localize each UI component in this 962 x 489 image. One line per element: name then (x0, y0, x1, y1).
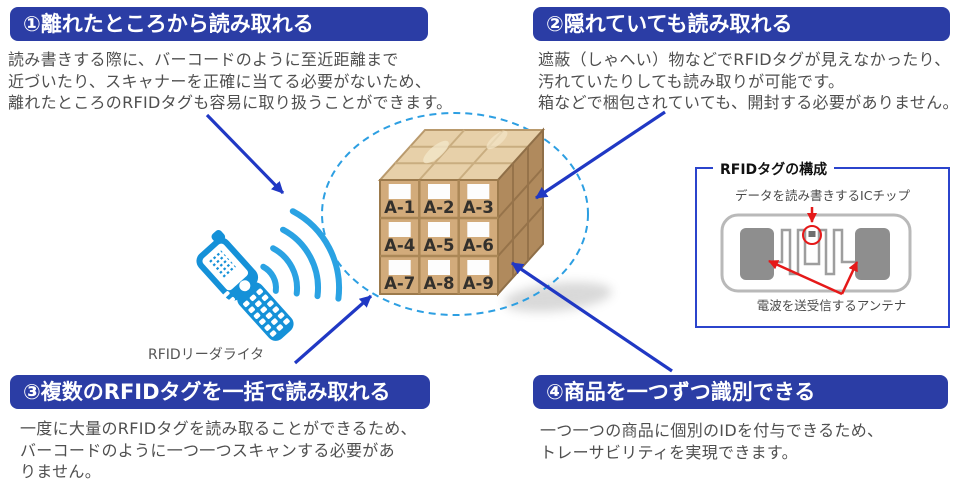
antenna-meander (774, 228, 855, 276)
box-label: A-3 (463, 198, 494, 217)
box-label: A-1 (384, 198, 415, 217)
text-line: 近づいたり、スキャナーを正確に当てる必要がないため、 (8, 71, 432, 91)
tag-box-title: RFIDタグの構成 (713, 159, 835, 179)
chip-highlight-circle (802, 225, 822, 245)
box-label-squares (388, 184, 490, 275)
text-line: 一度に大量のRFIDタグを読み取ることができるため、 (20, 419, 417, 438)
antenna-pointer-arrow-right (840, 261, 859, 295)
box-label: A-2 (423, 198, 454, 217)
arrow-from-feature-4 (511, 261, 673, 373)
rfid-reader-icon (196, 230, 294, 341)
read-range-ellipse (321, 112, 589, 316)
box-label: A-9 (463, 274, 494, 293)
box-label: A-6 (463, 236, 494, 255)
feature-3-title: ③複数のRFIDタグを一括で読み取れる (10, 375, 430, 409)
arrow-from-feature-2 (535, 110, 666, 200)
text-line: 箱などで梱包されていても、開封する必要がありません。 (538, 93, 959, 112)
feature-4-title: ④商品を一つずつ識別できる (533, 375, 948, 409)
feature-2-description: 遮蔽（しゃへい）物などでRFIDタグが見えなかったり、 汚れていたりしても読み取… (538, 49, 959, 114)
feature-2-title: ②隠れていても読み取れる (533, 7, 950, 41)
reader-keypad (243, 288, 290, 337)
text-line: 一つ一つの商品に個別のIDを付与できるため、 (540, 421, 884, 440)
cube-shadow (504, 281, 612, 313)
rfid-tag-illustration (720, 207, 912, 296)
ic-chip (808, 231, 816, 237)
box-label: A-7 (384, 274, 415, 293)
radio-waves-icon (260, 208, 342, 302)
ic-chip-label: データを読み書きするICチップ (735, 188, 910, 203)
rfid-reader-label: RFIDリーダライタ (148, 347, 265, 363)
antenna-pad-right (855, 228, 890, 280)
arrow-from-feature-3 (293, 294, 373, 365)
text-line: 汚れていたりしても読み取りが可能です。 (538, 71, 845, 91)
feature-1-description: 読み書きする際に、バーコードのように至近距離まで 近づいたり、スキャナーを正確に… (8, 49, 452, 114)
antenna-pointer-arrow-left (768, 259, 843, 296)
text-line: りません。 (20, 462, 102, 481)
arrow-from-feature-1 (205, 113, 285, 195)
boxes-cube: A-1 A-2 A-3 A-4 A-5 A-6 A-7 A-8 A-9 (377, 127, 546, 297)
text-line: 読み書きする際に、バーコードのように至近距離まで (8, 50, 399, 69)
antenna-label: 電波を送受信するアンテナ (756, 298, 907, 313)
feature-1-title: ①離れたところから読み取れる (10, 7, 428, 41)
antenna-pad-left (740, 228, 774, 280)
text-line: バーコードのように一つ一つスキャンする必要があ (20, 440, 395, 460)
box-label: A-8 (423, 274, 454, 293)
feature-3-description: 一度に大量のRFIDタグを読み取ることができるため、 バーコードのように一つ一つ… (20, 418, 417, 483)
text-line: トレーサビリティを実現できます。 (540, 442, 798, 462)
text-line: 離れたところのRFIDタグも容易に取り扱うことができます。 (8, 93, 453, 112)
rfid-tag-structure-box: RFIDタグの構成 データを読み書きするICチップ 電波を送受信するアンテナ (695, 159, 950, 328)
feature-4-description: 一つ一つの商品に個別のIDを付与できるため、 トレーサビリティを実現できます。 (540, 420, 883, 463)
text-line: 遮蔽（しゃへい）物などでRFIDタグが見えなかったり、 (538, 50, 951, 69)
box-label: A-4 (384, 236, 415, 255)
box-label: A-5 (423, 236, 454, 255)
